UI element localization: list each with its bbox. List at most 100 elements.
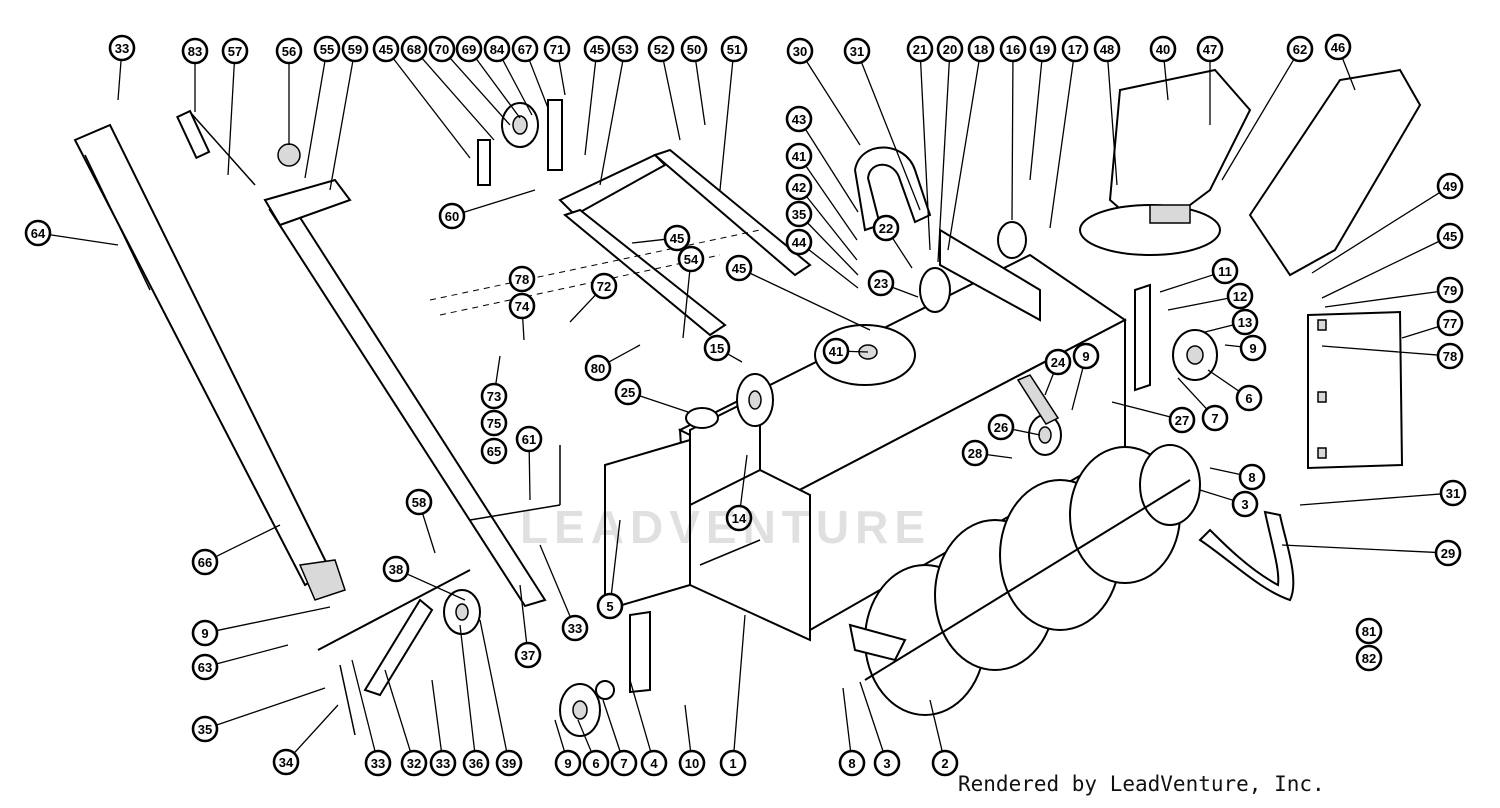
callout-label: 60 [445, 209, 459, 224]
callout-41: 41 [785, 142, 813, 170]
leader-line [216, 606, 331, 632]
callout-3: 3 [1231, 490, 1259, 518]
callout-circle [1149, 35, 1177, 63]
callout-label: 59 [348, 42, 362, 57]
callout-35: 35 [785, 200, 813, 228]
callout-77: 77 [1436, 309, 1464, 337]
callout-circle [543, 35, 571, 63]
callout-circle [838, 749, 866, 777]
callout-label: 33 [568, 621, 582, 636]
callout-63: 63 [191, 653, 219, 681]
callout-64: 64 [24, 219, 52, 247]
callout-label: 35 [198, 722, 212, 737]
callout-circle [1238, 463, 1266, 491]
callout-circle [108, 34, 136, 62]
callout-circle [584, 354, 612, 382]
leader-line [227, 62, 235, 176]
callout-58: 58 [405, 488, 433, 516]
leader-line [1163, 60, 1169, 101]
linkage-arms [429, 148, 812, 337]
leader-line [1159, 274, 1214, 293]
callout-circle [987, 413, 1015, 441]
handle-right [263, 178, 547, 608]
callout-9: 9 [1072, 342, 1100, 370]
callout-circle [590, 272, 618, 300]
callout-21: 21 [906, 35, 934, 63]
callout-label: 3 [1241, 497, 1248, 512]
callout-circle [647, 35, 675, 63]
leader-line [929, 699, 943, 752]
leader-line [1071, 367, 1084, 411]
callout-label: 39 [502, 756, 516, 771]
callout-label: 6 [1245, 391, 1252, 406]
callout-label: 7 [620, 756, 627, 771]
callout-circle [495, 749, 523, 777]
callout-circle [480, 382, 508, 410]
callout-50: 50 [680, 35, 708, 63]
callout-circle [514, 641, 542, 669]
callout-49: 49 [1436, 172, 1464, 200]
leader-line [733, 614, 746, 752]
callout-38: 38 [382, 555, 410, 583]
callout-circle [1286, 35, 1314, 63]
callout-label: 31 [1446, 486, 1460, 501]
callout-label: 41 [792, 149, 806, 164]
callout-59: 59 [341, 35, 369, 63]
leader-line [1311, 191, 1441, 274]
callout-label: 81 [1362, 624, 1376, 639]
callout-label: 44 [792, 235, 807, 250]
shift-rod [176, 109, 301, 186]
callout-39: 39 [495, 749, 523, 777]
callout-circle [181, 37, 209, 65]
callout-8: 8 [838, 749, 866, 777]
callout-label: 23 [874, 276, 888, 291]
callout-8: 8 [1238, 463, 1266, 491]
callout-label: 54 [684, 252, 699, 267]
callout-label: 24 [1051, 355, 1066, 370]
callout-label: 6 [592, 756, 599, 771]
callout-circle [221, 37, 249, 65]
callout-label: 21 [913, 42, 927, 57]
callout-circle [1029, 35, 1057, 63]
callout-60: 60 [438, 202, 466, 230]
leader-line [216, 687, 326, 726]
leader-line [351, 659, 376, 752]
callout-label: 49 [1443, 179, 1457, 194]
callout-circle [677, 245, 705, 273]
callout-circle [1239, 334, 1267, 362]
callout-label: 29 [1441, 546, 1455, 561]
leader-line [459, 624, 476, 752]
pulley-6-lower [559, 680, 615, 737]
callout-44: 44 [785, 228, 813, 256]
callout-label: 67 [518, 42, 532, 57]
leader-line [1167, 297, 1229, 311]
leader-line [608, 344, 641, 363]
callout-65: 65 [480, 437, 508, 465]
callout-label: 33 [115, 41, 129, 56]
chute-deflector [1248, 68, 1422, 277]
leader-line [1321, 345, 1439, 356]
callout-circle [1231, 490, 1259, 518]
callout-circle [275, 37, 303, 65]
callout-circle [967, 35, 995, 63]
callout-label: 35 [792, 207, 806, 222]
leader-line [49, 234, 119, 246]
callout-circle [1231, 308, 1259, 336]
leader-line [1029, 60, 1043, 181]
callout-circle [1355, 644, 1383, 672]
leader-line [860, 61, 921, 211]
callout-23: 23 [867, 269, 895, 297]
callout-circle [1235, 384, 1263, 412]
callout-label: 11 [1218, 264, 1232, 279]
callout-circle [1196, 35, 1224, 63]
callout-circle [191, 715, 219, 743]
callout-31: 31 [843, 37, 871, 65]
callout-80: 80 [584, 354, 612, 382]
leader-line [293, 704, 339, 754]
callout-62: 62 [1286, 35, 1314, 63]
callout-circle [936, 35, 964, 63]
leader-line [406, 573, 466, 601]
callout-circle [1355, 617, 1383, 645]
